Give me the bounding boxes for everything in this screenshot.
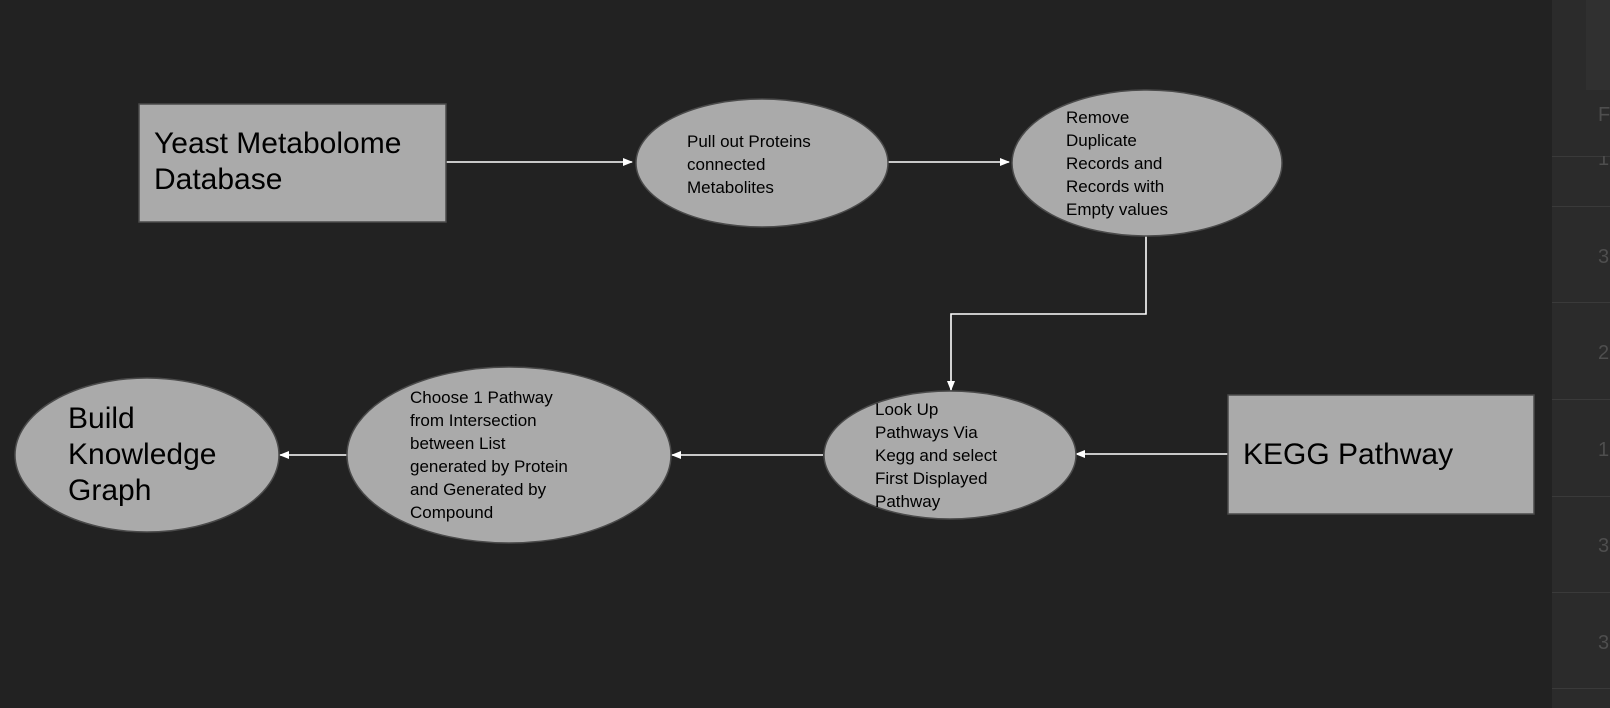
side-panel: F 1 3 2 1 3 3 [1552, 0, 1610, 708]
label-pull-out-proteins: Pull out Proteins connected Metabolites [687, 132, 811, 197]
edges [279, 158, 1228, 459]
label-yeast-metabolome-database: Yeast Metabolome Database [154, 127, 402, 196]
flowchart [14, 89, 1535, 544]
side-panel-cell: 3 [1598, 632, 1610, 654]
edge-remove-to-lookup [947, 236, 1147, 391]
side-panel-cell: 3 [1598, 535, 1610, 557]
node-kegg-pathway [1227, 394, 1535, 515]
side-panel-row [1552, 206, 1610, 207]
node-remove-duplicates [1011, 89, 1283, 237]
side-panel-cell: 3 [1598, 246, 1610, 268]
node-look-up-pathways [823, 390, 1077, 520]
side-panel-row [1552, 156, 1610, 157]
side-panel-row [1552, 592, 1610, 593]
side-panel-header [1586, 0, 1610, 90]
side-panel-cell: 1 [1598, 439, 1610, 461]
side-panel-row [1552, 399, 1610, 400]
node-pull-out-proteins [635, 98, 889, 228]
label-choose-pathway: Choose 1 Pathway from Intersection betwe… [410, 388, 568, 522]
label-remove-duplicates: Remove Duplicate Records and Records wit… [1066, 108, 1169, 219]
side-panel-cell: 1 [1598, 148, 1610, 170]
label-build-knowledge-graph: Build Knowledge Graph [68, 402, 217, 507]
side-panel-row [1552, 688, 1610, 689]
side-panel-row [1552, 302, 1610, 303]
label-look-up-pathways: Look Up Pathways Via Kegg and select Fir… [875, 400, 997, 511]
label-kegg-pathway: KEGG Pathway [1243, 438, 1454, 471]
node-build-knowledge-graph [14, 377, 280, 533]
node-choose-pathway [346, 366, 672, 544]
side-panel-cell: 2 [1598, 342, 1610, 364]
side-panel-row [1552, 496, 1610, 497]
side-panel-cell: F [1598, 104, 1610, 126]
node-yeast-metabolome-database [138, 103, 447, 223]
